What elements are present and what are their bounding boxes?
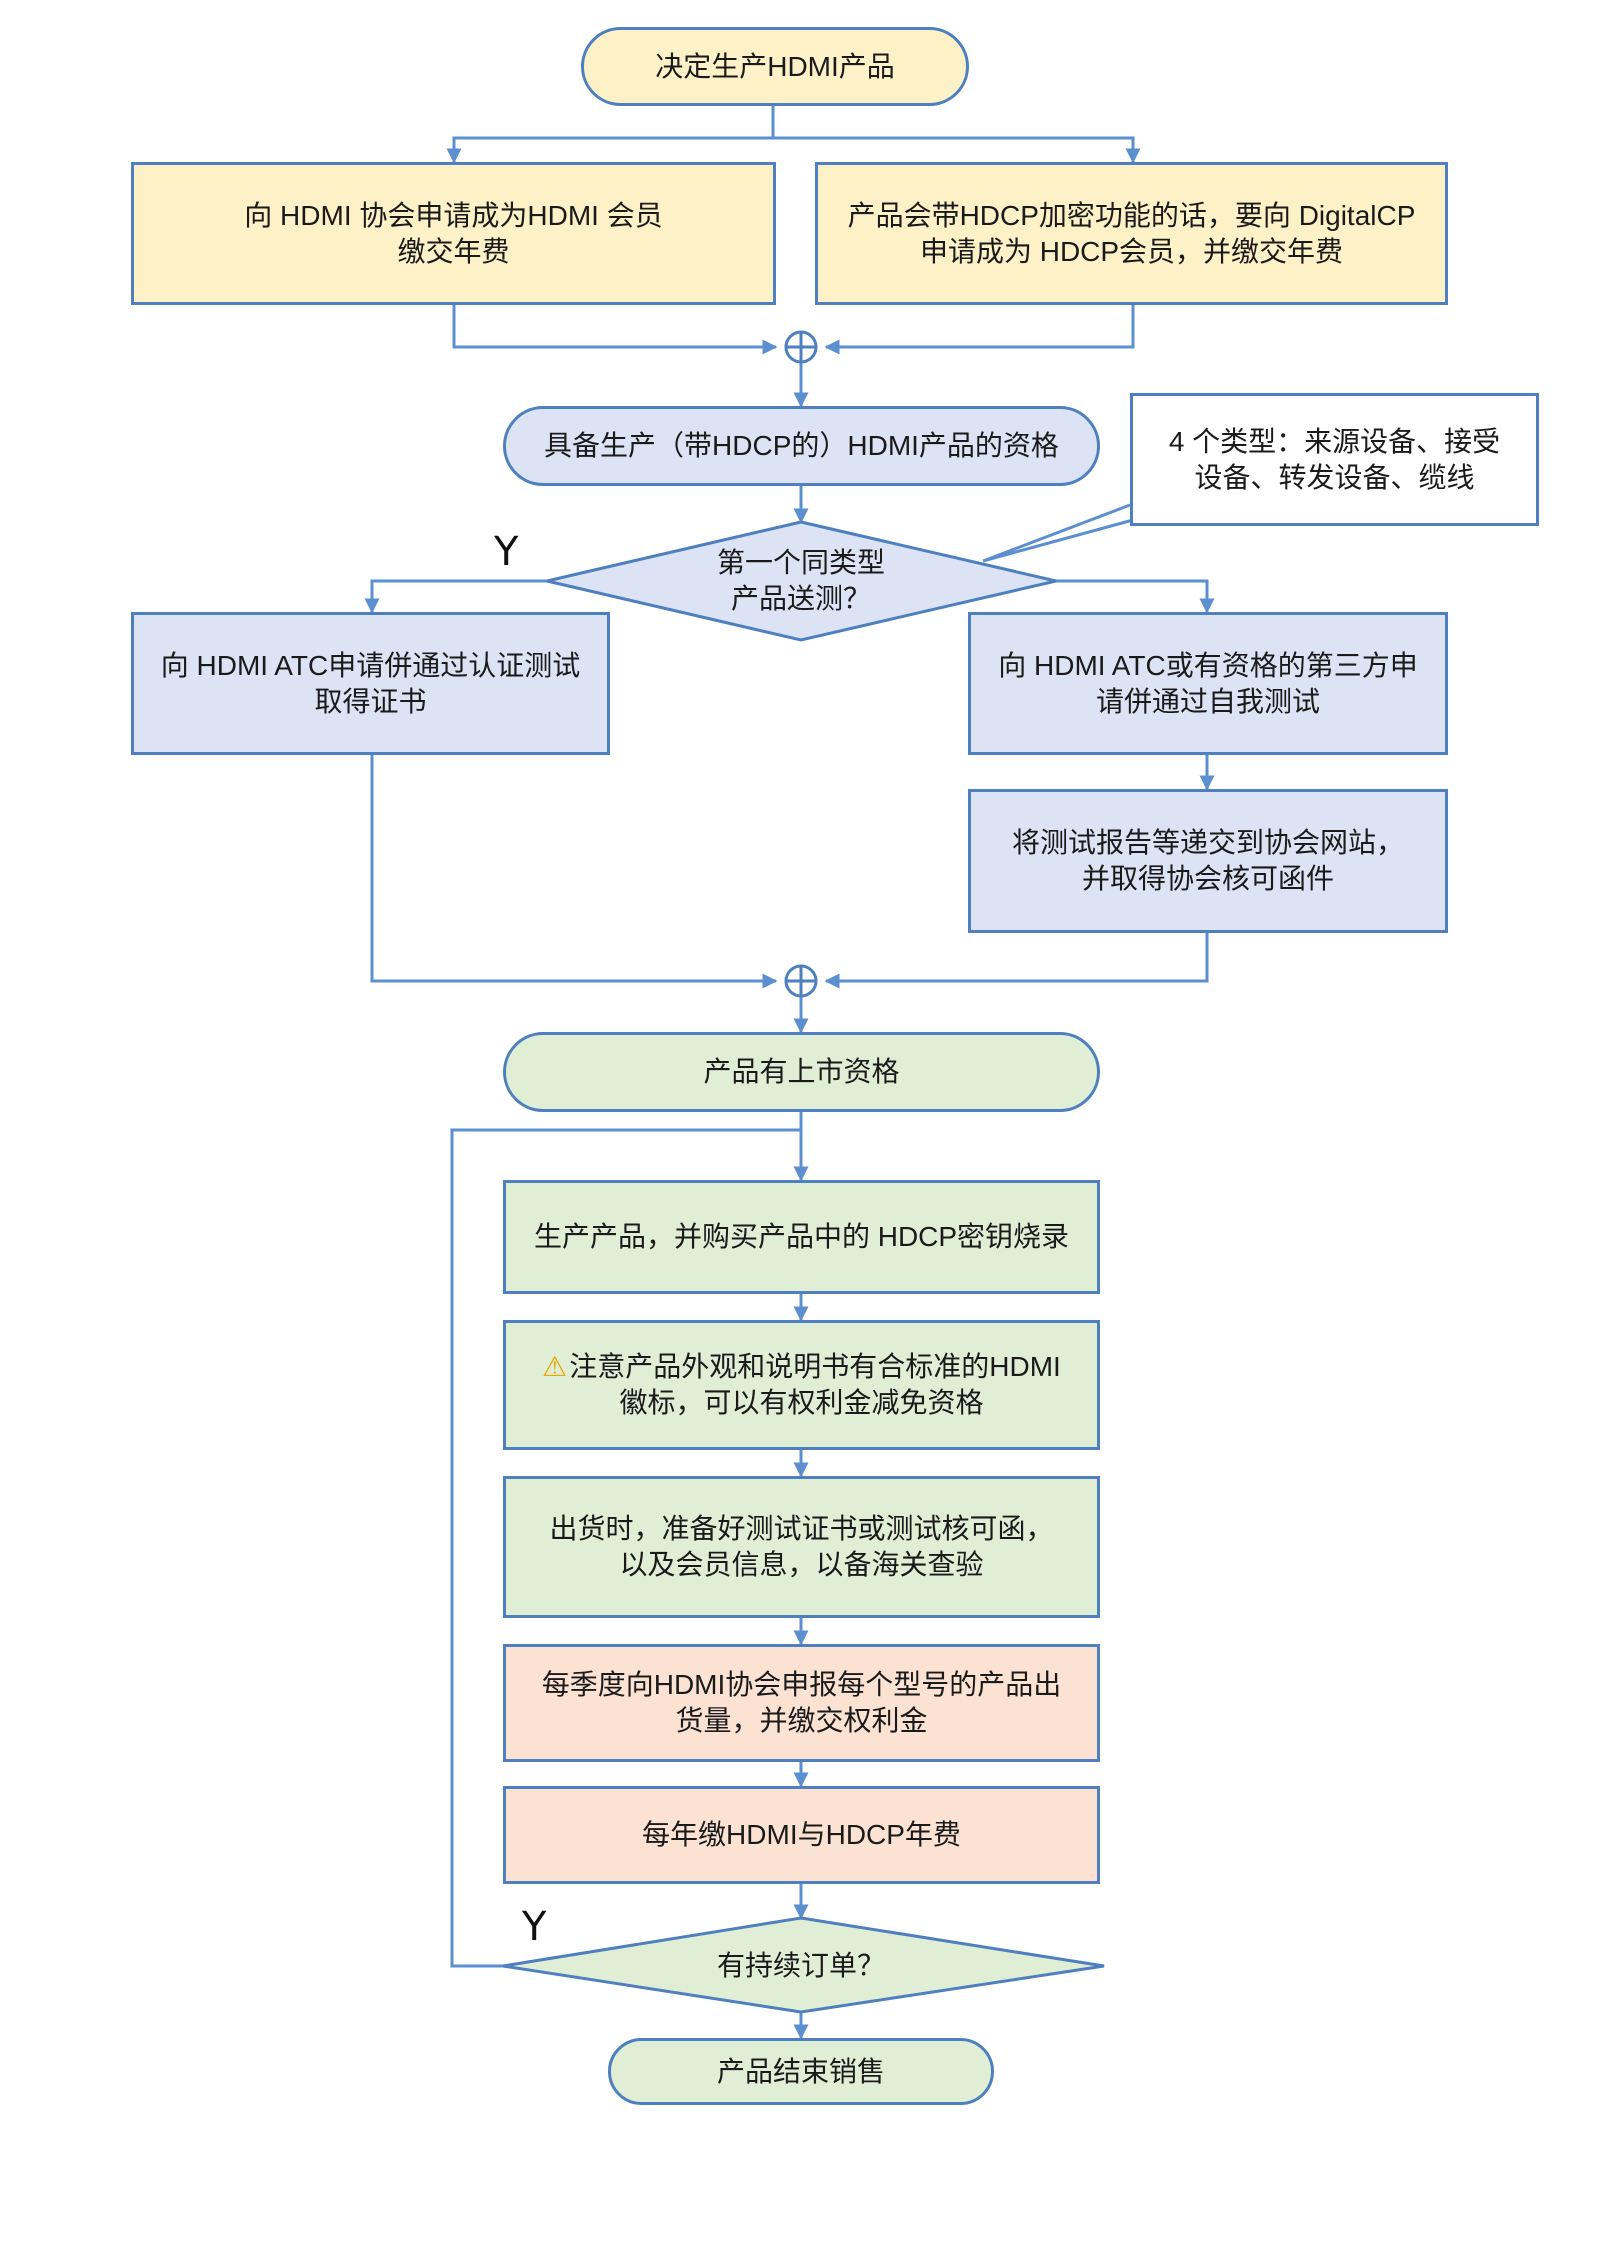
- logo-notice-line1-text: 注意产品外观和说明书有合标准的HDMI: [569, 1351, 1061, 1382]
- sum-junction-1: [784, 330, 818, 364]
- decision-first-line2: 产品送测？: [730, 583, 871, 614]
- market-ready-node: 产品有上市资格: [503, 1032, 1100, 1112]
- device-types-line1: 4 个类型：来源设备、接受: [1168, 425, 1501, 457]
- produce-label: 生产产品，并购买产品中的 HDCP密钥烧录: [533, 1221, 1070, 1252]
- member-hdmi-line2: 缴交年费: [397, 235, 510, 267]
- decision-orders-label: 有持续订单？: [716, 1950, 885, 1981]
- annual-fee-label: 每年缴HDMI与HDCP年费: [642, 1819, 961, 1850]
- submit-report-line2: 并取得协会核可函件: [1081, 863, 1334, 894]
- quarterly-report-line1: 每季度向HDMI协会申报每个型号的产品出: [541, 1669, 1062, 1700]
- submit-report-box: 将测试报告等递交到协会网站， 并取得协会核可函件: [968, 789, 1448, 933]
- decision-first-line1: 第一个同类型: [716, 547, 885, 578]
- end-node: 产品结束销售: [608, 2038, 994, 2105]
- quarterly-report-box: 每季度向HDMI协会申报每个型号的产品出 货量，并缴交权利金: [503, 1644, 1100, 1762]
- logo-notice-line2: 徽标，可以有权利金减免资格: [619, 1387, 984, 1418]
- end-label: 产品结束销售: [716, 2055, 885, 2087]
- annual-fee-box: 每年缴HDMI与HDCP年费: [503, 1786, 1100, 1884]
- device-types-line2: 设备、转发设备、缆线: [1194, 461, 1475, 493]
- decision-first-text: 第一个同类型 产品送测？: [647, 540, 955, 622]
- member-hdcp-line2: 申请成为 HDCP会员，并缴交年费: [919, 235, 1344, 267]
- quarterly-report-line2: 货量，并缴交权利金: [675, 1705, 928, 1736]
- self-test-line2: 请併通过自我测试: [1095, 685, 1320, 717]
- connector-atc-merge: [370, 735, 778, 989]
- produce-box: 生产产品，并购买产品中的 HDCP密钥烧录: [503, 1180, 1100, 1294]
- warning-icon: ⚠: [542, 1351, 568, 1382]
- callout-pointer: [982, 503, 1134, 563]
- connector-decision-yes: [364, 579, 547, 614]
- self-test-box: 向 HDMI ATC或有资格的第三方申 请併通过自我测试: [968, 612, 1448, 755]
- atc-cert-box: 向 HDMI ATC申请併通过认证测试 取得证书: [131, 612, 610, 755]
- connector-merge-right: [824, 305, 1135, 355]
- member-hdcp-box: 产品会带HDCP加密功能的话，要向 DigitalCP 申请成为 HDCP会员，…: [815, 162, 1448, 305]
- qualified-node: 具备生产（带HDCP的）HDMI产品的资格: [503, 406, 1100, 486]
- connector-start-split-right: [773, 136, 1141, 164]
- connector-loop-back: [450, 1128, 801, 1968]
- logo-notice-box: ⚠注意产品外观和说明书有合标准的HDMI 徽标，可以有权利金减免资格: [503, 1320, 1100, 1450]
- submit-report-line1: 将测试报告等递交到协会网站，: [1011, 827, 1404, 858]
- shipping-line2: 以及会员信息，以备海关查验: [619, 1549, 984, 1580]
- connector-merge-left: [452, 305, 778, 355]
- atc-cert-line2: 取得证书: [314, 685, 427, 717]
- self-test-line1: 向 HDMI ATC或有资格的第三方申: [998, 649, 1418, 681]
- sum-junction-2: [784, 964, 818, 998]
- decision-orders-text: 有持续订单？: [651, 1946, 951, 1986]
- logo-notice-line1: ⚠注意产品外观和说明书有合标准的HDMI: [542, 1349, 1061, 1385]
- start-node: 决定生产HDMI产品: [581, 27, 969, 106]
- market-ready-label: 产品有上市资格: [703, 1056, 900, 1087]
- start-label: 决定生产HDMI产品: [655, 50, 895, 82]
- member-hdmi-box: 向 HDMI 协会申请成为HDMI 会员 缴交年费: [131, 162, 776, 305]
- atc-cert-line1: 向 HDMI ATC申请併通过认证测试: [160, 649, 581, 681]
- device-types-note: 4 个类型：来源设备、接受 设备、转发设备、缆线: [1130, 393, 1539, 526]
- connector-start-split: [446, 106, 775, 164]
- yes-label-first: Y: [494, 529, 519, 575]
- shipping-line1: 出货时，准备好测试证书或测试核可函，: [549, 1513, 1054, 1544]
- connector-report-merge: [824, 933, 1209, 989]
- decision-orders-shape: [502, 1916, 1105, 2014]
- connector-decision-no: [1056, 579, 1215, 614]
- member-hdcp-line1: 产品会带HDCP加密功能的话，要向 DigitalCP: [847, 199, 1416, 231]
- qualified-label: 具备生产（带HDCP的）HDMI产品的资格: [544, 430, 1059, 461]
- decision-first-shape: [546, 520, 1057, 642]
- member-hdmi-line1: 向 HDMI 协会申请成为HDMI 会员: [244, 199, 663, 231]
- shipping-box: 出货时，准备好测试证书或测试核可函， 以及会员信息，以备海关查验: [503, 1476, 1100, 1618]
- yes-label-orders: Y: [522, 1904, 547, 1950]
